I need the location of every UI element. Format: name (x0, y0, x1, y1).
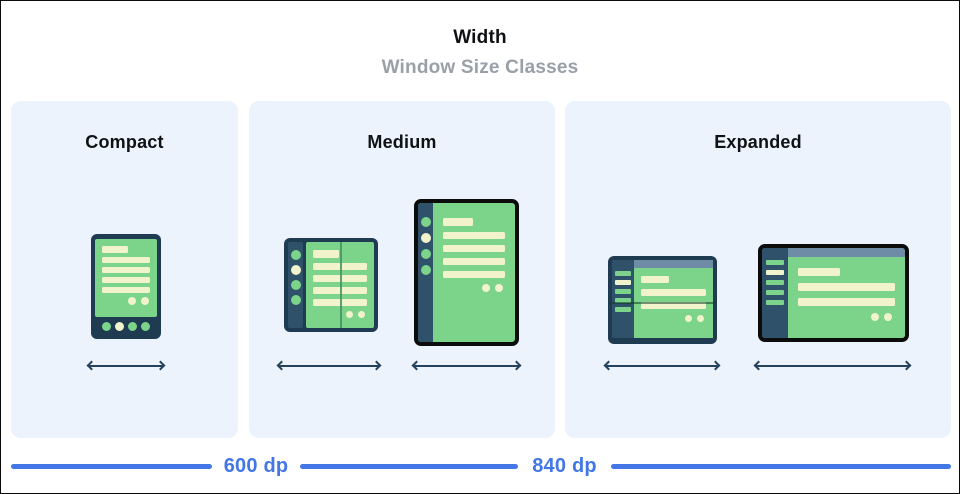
text-line-placeholder (102, 246, 128, 253)
ruler-line-segment (611, 463, 951, 469)
text-line-placeholder (102, 257, 150, 263)
tablet-portrait-icon (414, 199, 519, 346)
breakpoint-ruler: 600 dp 840 dp (11, 454, 951, 478)
action-dots (102, 297, 150, 305)
foldable-portrait-icon (284, 238, 378, 332)
nav-rail (418, 203, 433, 342)
nav-dot (115, 321, 124, 331)
width-arrow-icon (89, 365, 163, 367)
phone-screen (95, 239, 157, 317)
text-line-placeholder (798, 298, 895, 306)
text-line-placeholder (443, 232, 505, 239)
rail-dot (290, 265, 301, 275)
sidebar-item-bar (615, 280, 631, 285)
text-line-placeholder (641, 289, 706, 296)
text-line-placeholder (313, 250, 339, 258)
rail-dot (420, 249, 431, 259)
nav-dot (102, 321, 111, 331)
panel-medium-title: Medium (367, 132, 437, 152)
panel-medium: Medium (249, 101, 555, 438)
action-dots (313, 311, 367, 318)
diagram-title: Width (453, 27, 507, 48)
sidebar-item-bar (615, 271, 631, 276)
tablet-landscape-icon (758, 244, 909, 342)
nav-rail (288, 242, 303, 328)
text-line-placeholder (798, 268, 840, 276)
rail-dot (420, 265, 431, 275)
breakpoint-600-label: 600 dp (223, 454, 289, 477)
app-topbar (788, 248, 905, 257)
action-dots (798, 313, 895, 321)
phone-navbar (95, 317, 157, 335)
text-line-placeholder (443, 245, 505, 252)
ruler-line-segment (300, 463, 518, 469)
rail-dot (290, 280, 301, 290)
text-line-placeholder (641, 276, 669, 283)
text-line-placeholder (443, 258, 505, 265)
app-content (788, 257, 905, 338)
nav-sidebar (612, 260, 634, 338)
text-line-placeholder (102, 287, 150, 293)
app-main-area (634, 260, 713, 338)
sidebar-item-bar (766, 270, 784, 275)
diagram-header: Width Window Size Classes (1, 27, 959, 79)
app-topbar (634, 260, 713, 268)
nav-sidebar (762, 248, 788, 338)
text-line-placeholder (102, 267, 150, 273)
rail-dot (290, 250, 301, 260)
sidebar-item-bar (766, 300, 784, 305)
diagram-subtitle: Window Size Classes (381, 57, 579, 78)
rail-dot (290, 295, 301, 305)
ruler-line-segment (11, 463, 212, 469)
phone-icon (91, 234, 161, 339)
sidebar-item-bar (615, 298, 631, 303)
text-line-placeholder (443, 218, 473, 226)
panel-compact: Compact (11, 101, 238, 438)
panel-compact-title: Compact (85, 132, 164, 152)
action-dots (443, 284, 505, 292)
sidebar-item-bar (615, 307, 631, 312)
sidebar-item-bar (766, 280, 784, 285)
text-line-placeholder (102, 277, 150, 283)
width-arrow-icon (606, 365, 718, 367)
width-arrow-icon (279, 365, 379, 367)
action-dots (641, 315, 706, 322)
text-line-placeholder (641, 302, 706, 309)
tablet-screen (433, 203, 515, 342)
width-arrow-icon (756, 365, 909, 367)
text-line-placeholder (443, 271, 505, 278)
fold-crease-icon (612, 302, 713, 304)
panel-expanded: Expanded (565, 101, 951, 438)
app-main-area (788, 248, 905, 338)
breakpoint-840-label: 840 dp (532, 454, 597, 477)
foldable-landscape-icon (608, 256, 717, 344)
sidebar-item-bar (766, 260, 784, 265)
nav-dot (128, 321, 137, 331)
nav-dot (141, 321, 150, 331)
width-arrow-icon (414, 365, 519, 367)
rail-dot (420, 217, 431, 227)
rail-dot (420, 233, 431, 243)
sidebar-item-bar (615, 289, 631, 294)
fold-crease-icon (340, 242, 342, 328)
panel-expanded-title: Expanded (714, 132, 802, 152)
foldable-screen (306, 242, 374, 328)
sidebar-item-bar (766, 290, 784, 295)
text-line-placeholder (798, 283, 895, 291)
